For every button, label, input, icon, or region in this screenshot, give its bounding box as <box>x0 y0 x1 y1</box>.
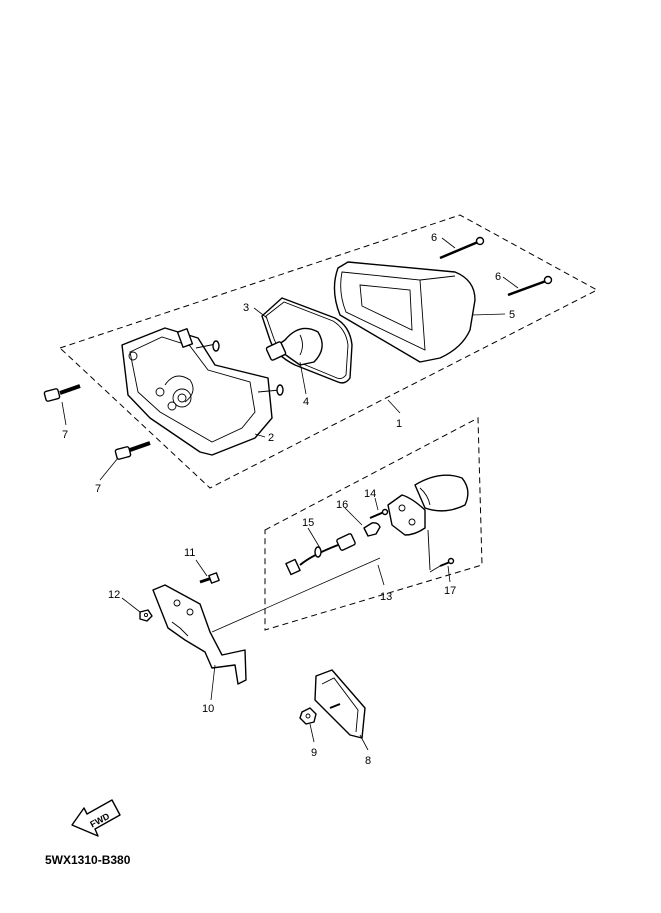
callout-1: 1 <box>396 418 402 430</box>
lens-screw-part <box>439 236 485 260</box>
callout-3: 3 <box>243 302 249 314</box>
mounting-bolt-part <box>114 441 151 460</box>
callout-14: 14 <box>364 488 376 500</box>
callout-15: 15 <box>302 517 314 529</box>
assembly-1-boundary <box>59 214 599 489</box>
assembly-13-boundary <box>264 417 483 631</box>
lens-screw-part <box>507 275 553 297</box>
mounting-bolt-part <box>43 384 81 402</box>
license-light-screw-part <box>369 508 389 519</box>
callout-8: 8 <box>365 755 371 767</box>
callout-10: 10 <box>202 703 214 715</box>
plate-nut-part <box>299 707 317 725</box>
callout-6: 6 <box>495 271 501 283</box>
callout-5: 5 <box>509 309 515 321</box>
callout-7: 7 <box>62 429 68 441</box>
leader-lines <box>61 237 519 751</box>
callout-6: 6 <box>431 232 437 244</box>
bracket-bolt-part <box>199 572 220 584</box>
reflector-part <box>314 669 366 739</box>
callout-16: 16 <box>336 499 348 511</box>
callout-7: 7 <box>95 483 101 495</box>
license-light-body-part <box>387 474 469 571</box>
diagram-code: 5WX1310-B380 <box>45 853 131 867</box>
callout-17: 17 <box>444 585 456 597</box>
socket-cord-part <box>285 533 356 576</box>
bulb-part <box>265 327 323 366</box>
callout-13: 13 <box>380 591 392 603</box>
bracket-nut-part <box>139 609 153 622</box>
callout-2: 2 <box>268 432 274 444</box>
callout-12: 12 <box>108 589 120 601</box>
callout-9: 9 <box>311 747 317 759</box>
callout-11: 11 <box>184 547 195 559</box>
license-light-small-screw-part <box>439 557 455 567</box>
tail-lens-part <box>333 261 476 363</box>
tail-light-housing-part <box>121 327 284 456</box>
callout-4: 4 <box>303 396 309 408</box>
license-light-bulb-part <box>363 522 381 537</box>
license-bracket-part <box>152 584 247 685</box>
forward-arrow-icon: FWD <box>71 799 121 837</box>
